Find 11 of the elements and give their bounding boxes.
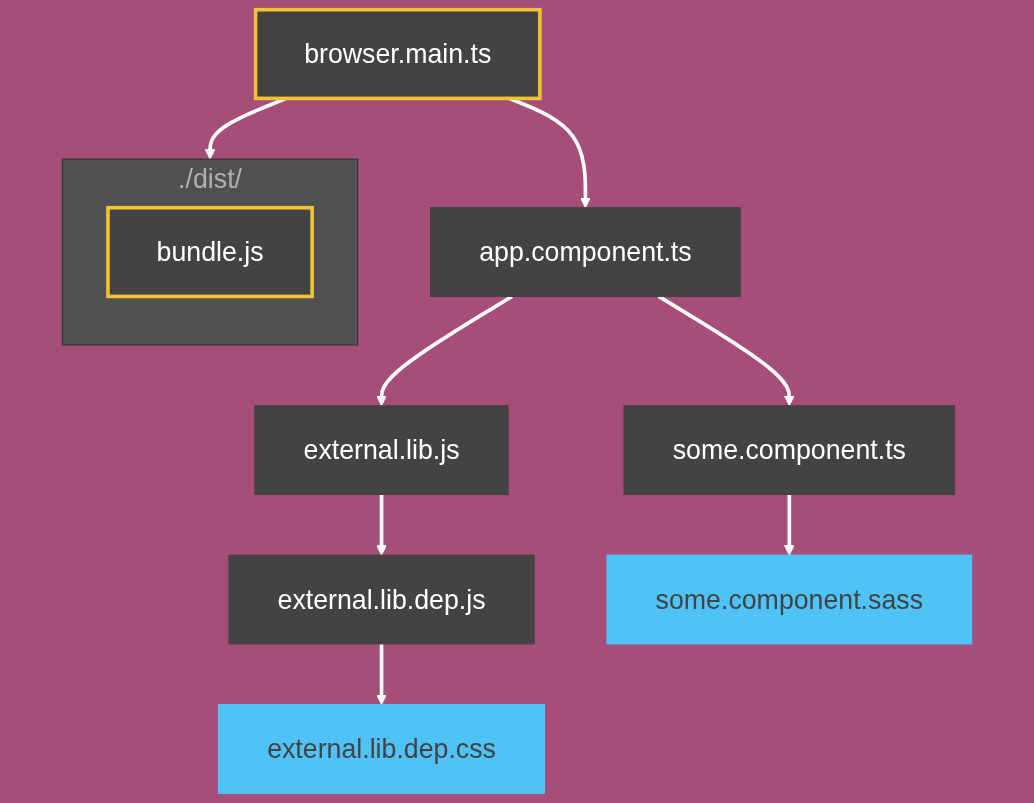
node-box: some.component.ts (623, 405, 956, 496)
node-box: external.lib.js (254, 405, 509, 496)
node-box: bundle.js (106, 205, 314, 299)
node-box: app.component.ts (430, 207, 741, 298)
arrow (376, 643, 387, 706)
node-box: external.lib.dep.css (217, 704, 546, 794)
arrow (376, 494, 387, 556)
node-box: browser.main.ts (253, 7, 542, 101)
node-box: external.lib.dep.js (228, 554, 535, 645)
node-box: some.component.sass (606, 554, 973, 645)
arrow (783, 494, 795, 556)
